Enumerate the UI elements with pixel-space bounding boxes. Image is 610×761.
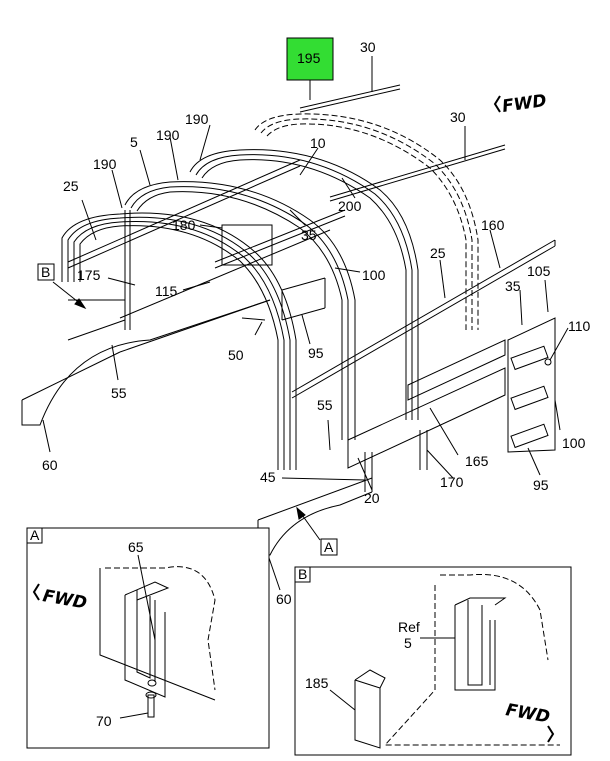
fwd-arrow-icon [32,583,40,601]
callout-195[interactable]: 195 [297,50,321,66]
view-ref-a[interactable]: A [320,538,338,556]
detail-b-tag: B [298,566,307,582]
callout-5: 5 [130,134,138,150]
callout-60: 60 [276,591,292,607]
callout-105: 105 [527,263,551,279]
detail-a-panel: A 65 70 FWD [26,527,270,749]
callout-180: 180 [172,217,196,233]
fender-skirt-right [257,477,373,556]
fwd-indicator-main: FWD [493,91,548,117]
callout-95: 95 [533,477,549,493]
fender-skirt-left [21,299,271,426]
side-door-panel [507,317,556,453]
callout-25: 25 [430,245,446,261]
callout-100: 100 [362,267,386,283]
callout-20: 20 [364,490,380,506]
callout-35: 35 [301,227,317,243]
callout-190: 190 [93,156,117,172]
side-rails [67,159,556,399]
callout-45: 45 [260,469,276,485]
callout-55: 55 [317,397,333,413]
callout-95: 95 [308,345,324,361]
highlight-box-195[interactable] [286,37,334,81]
detail-a-tag: A [30,527,40,543]
callouts: 30 30 190 190 190 5 10 25 25 200 180 35 … [42,39,591,607]
roof-bows [61,113,479,470]
detail-b-panel: B Ref 5 185 FWD [294,566,572,756]
callout-10: 10 [310,135,326,151]
callout-60: 60 [42,457,58,473]
roof-rail-30 [299,84,506,202]
callout-35: 35 [505,278,521,294]
detail-a-callout-70: 70 [96,713,112,729]
fwd-label-main: FWD [501,91,548,117]
rear-panel [67,210,326,341]
lower-side-panels [347,339,506,492]
callout-110: 110 [568,318,591,334]
view-ref-b[interactable]: B [37,263,55,281]
callout-55: 55 [111,385,127,401]
view-arrows [52,281,321,541]
view-ref-b-label: B [41,264,50,280]
detail-b-callout-185: 185 [305,675,329,691]
callout-100: 100 [562,435,586,451]
leader-lines [42,56,569,591]
fwd-arrow-icon [493,95,501,113]
detail-b-ref-num: 5 [404,635,412,651]
callout-190: 190 [185,111,209,127]
callout-190: 190 [156,127,180,143]
callout-170: 170 [440,474,464,490]
callout-50: 50 [228,347,244,363]
callout-200: 200 [338,198,362,214]
callout-30: 30 [360,39,376,55]
callout-25: 25 [63,178,79,194]
detail-b-ref-word: Ref [398,619,420,635]
callout-30: 30 [450,109,466,125]
callout-160: 160 [481,217,505,233]
detail-a-callout-65: 65 [128,539,144,555]
callout-115: 115 [155,283,178,299]
callout-175: 175 [77,267,101,283]
callout-165: 165 [465,453,489,469]
view-ref-a-label: A [324,539,334,555]
fwd-arrow-icon [547,725,555,743]
